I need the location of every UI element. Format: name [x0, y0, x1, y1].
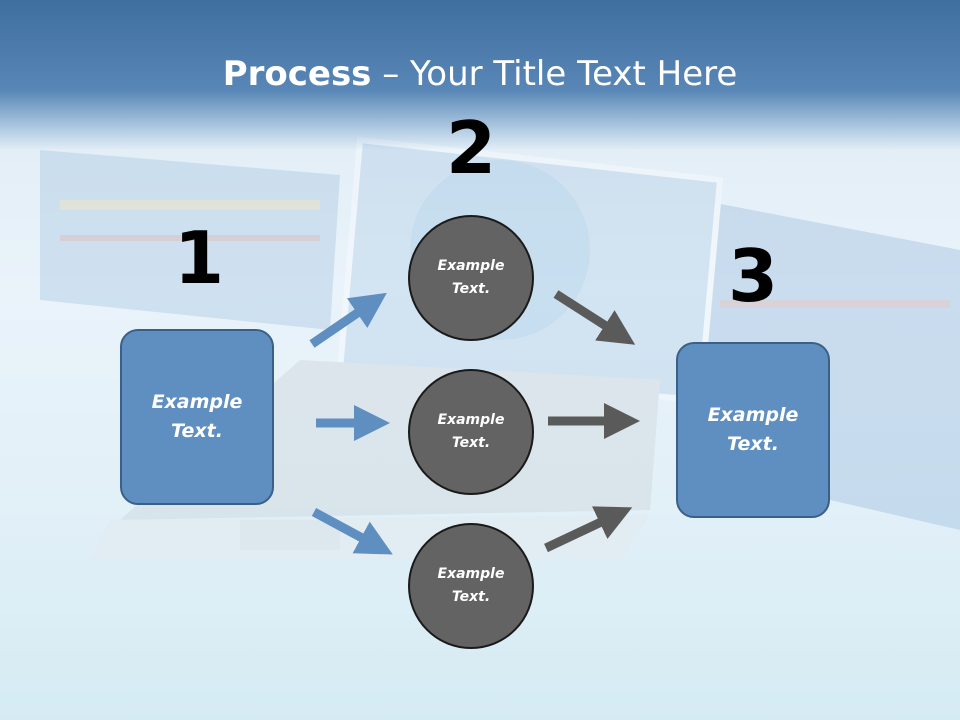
circle-top-label: Example Text.	[437, 258, 505, 297]
arrow-top-to-right	[553, 290, 636, 345]
circle-bottom-label: Example Text.	[437, 566, 505, 605]
arrow-bottom-to-right	[544, 506, 633, 553]
left-process-box: Example Text.	[120, 329, 274, 505]
process-circle-bottom: Example Text.	[408, 523, 534, 649]
slide-title: Process – Your Title Text Here	[0, 52, 960, 96]
title-bold: Process	[222, 54, 372, 94]
process-circle-middle: Example Text.	[408, 369, 534, 495]
step-number-1: 1	[173, 216, 225, 300]
step-number-2: 2	[445, 106, 497, 190]
arrow-left-to-bottom	[311, 508, 393, 555]
title-rest: – Your Title Text Here	[371, 54, 738, 94]
title-band	[0, 0, 960, 150]
right-box-label: Example Text.	[707, 404, 799, 455]
process-circle-top: Example Text.	[408, 215, 534, 341]
arrow-left-to-top	[309, 292, 387, 348]
right-process-box: Example Text.	[676, 342, 830, 518]
left-box-label: Example Text.	[151, 391, 243, 442]
step-number-3: 3	[727, 234, 779, 318]
circle-middle-label: Example Text.	[437, 412, 505, 451]
